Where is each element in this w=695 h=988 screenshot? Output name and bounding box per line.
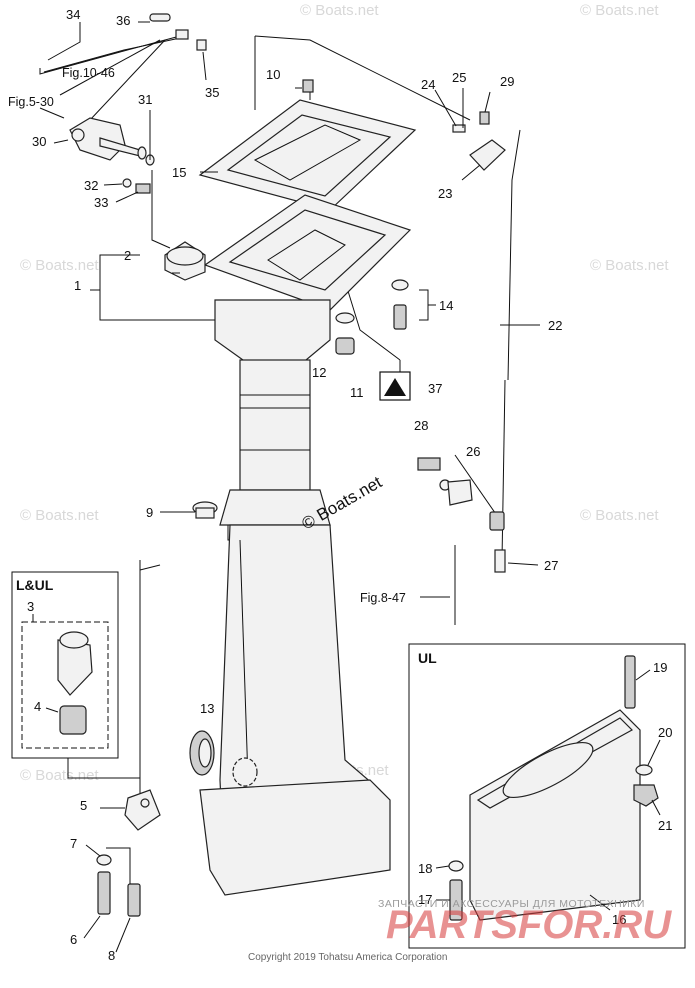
lul-variant-box: L&UL [11,571,119,759]
callout-11: 11 [350,385,364,400]
rod-22 [494,129,521,573]
bolt-14 [391,279,409,330]
assembly-lines [139,35,501,825]
callout-15: 15 [172,165,186,180]
ball-32 [122,178,132,188]
callout-28: 28 [414,418,428,433]
watermark-faint: © Boats.net [20,257,99,274]
watermark-faint: © Boats.net [20,507,99,524]
bolt-8 [127,883,141,917]
callout-31: 31 [138,92,152,107]
callout-35: 35 [205,85,219,100]
screw-24 [452,124,466,133]
callout-13: 13 [200,701,214,716]
washer-7 [96,854,112,866]
watermark-faint: © Boats.net [580,507,659,524]
watermark-faint: © Boats.net [300,2,379,19]
plate-assembly [198,79,417,311]
ref-fig10: Fig.10-46 [62,66,115,80]
callout-4: 4 [34,699,41,714]
footer-tagline: ЗАПЧАСТИ И АКСЕССУАРЫ ДЛЯ МОТОТЕХНИКИ [378,898,645,910]
callout-29: 29 [500,74,514,89]
bracket-23 [469,139,506,171]
callout-21: 21 [658,818,672,833]
watermark-faint: © Boats.net [20,767,99,784]
washer-12 [335,312,355,324]
lul-title: L&UL [16,577,54,593]
ul-variant-box: UL [408,643,686,949]
callout-1: 1 [74,278,81,293]
bracket-26 [447,479,473,506]
callout-37: 37 [428,381,442,396]
ref-fig5: Fig.5-30 [8,95,54,109]
callout-22: 22 [548,318,562,333]
callout-12: 12 [312,365,326,380]
callout-26: 26 [466,444,480,459]
callout-33: 33 [94,195,108,210]
callout-5: 5 [80,798,87,813]
callout-labels: 34 36 35 10 24 25 29 31 30 15 32 33 23 2… [27,7,672,963]
callout-32: 32 [84,178,98,193]
clip-tip [175,29,189,40]
callout-14: 14 [439,298,453,313]
plug-9 [192,501,218,519]
callout-2: 2 [124,248,131,263]
callout-8: 8 [108,948,115,963]
callout-20: 20 [658,725,672,740]
cavitation-plate [199,779,391,896]
screw-29 [479,111,490,125]
callout-9: 9 [146,505,153,520]
top-right-parts [434,88,506,181]
upper-casing-1 [199,299,391,896]
callout-6: 6 [70,932,77,947]
callout-10: 10 [266,67,280,82]
warning-label-37 [379,371,411,401]
bolt-6 [97,871,111,915]
grommet-13 [189,730,215,776]
callout-3: 3 [27,599,34,614]
washer-20 [635,764,653,776]
callout-34: 34 [66,7,80,22]
callout-30: 30 [32,134,46,149]
casing-tube [239,359,311,491]
ul-title: UL [418,650,437,666]
throttle-rod-assembly [39,13,207,203]
bolt-28 [417,457,441,471]
callout-36: 36 [116,13,130,28]
extension-16 [469,709,641,921]
spring-33 [135,183,151,194]
callout-17: 17 [418,892,432,907]
callout-18: 18 [418,861,432,876]
watermark-faint: © Boats.net [580,2,659,19]
washer-18 [448,860,464,872]
callout-27: 27 [544,558,558,573]
clip-36 [149,13,171,22]
screw-35 [196,39,207,51]
nut-4 [59,705,87,735]
footer-brand-logo: PARTSFOR.RU [386,903,672,947]
callout-7: 7 [70,836,77,851]
bracket-5 [124,789,161,831]
bracket-5-assembly [83,789,161,953]
callout-24: 24 [421,77,435,92]
callout-19: 19 [653,660,667,675]
stud-19 [624,655,636,709]
ref-fig8: Fig.8-47 [360,591,406,605]
watermark-faint: © Boats.net [590,257,669,274]
footer-copyright: Copyright 2019 Tohatsu America Corporati… [248,952,447,963]
callout-16: 16 [612,912,626,927]
rod-end-27 [494,549,506,573]
callout-23: 23 [438,186,452,201]
callout-25: 25 [452,70,466,85]
bracket-26-assembly [417,457,505,531]
bolt-10 [302,79,314,93]
nut-11 [335,337,355,355]
